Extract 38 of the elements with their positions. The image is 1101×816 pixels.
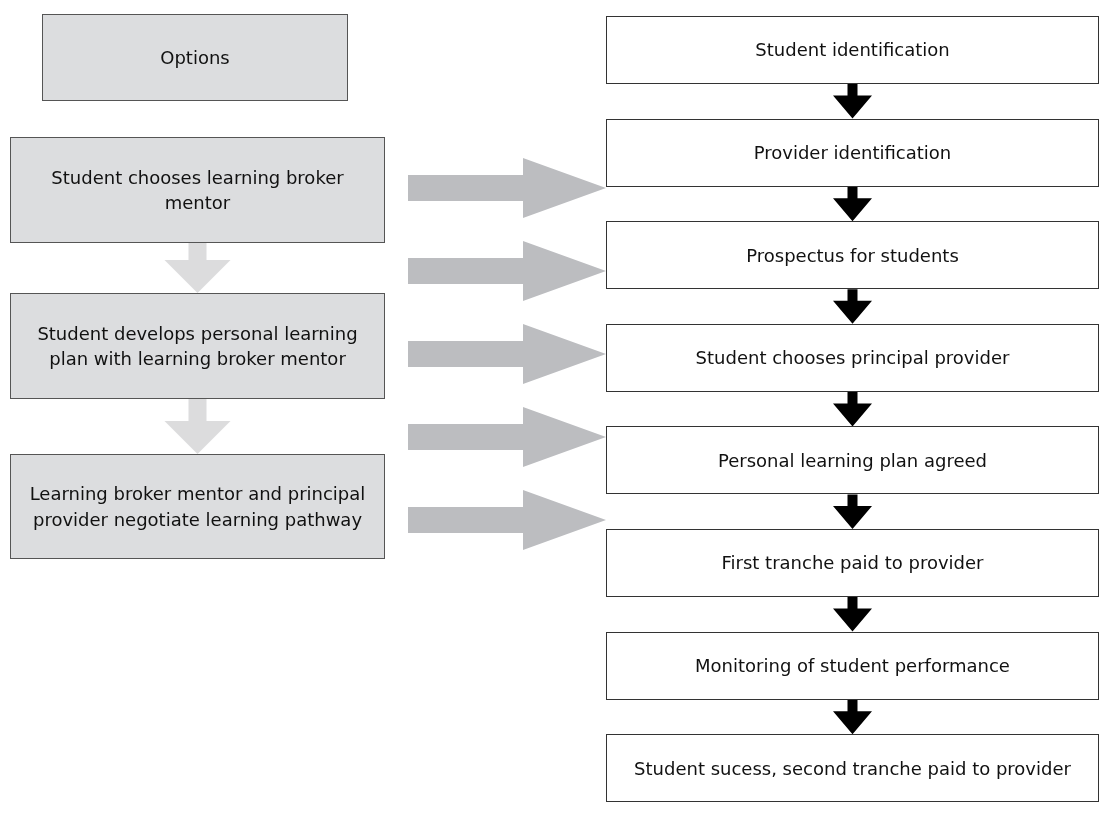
- process-box: [10, 137, 385, 243]
- process-box: [606, 16, 1099, 84]
- arrow: [408, 241, 606, 301]
- box-text: First tranche paid to provider: [721, 551, 984, 576]
- arrow: [408, 490, 606, 550]
- arrow: [833, 494, 872, 529]
- process-box: [606, 529, 1099, 597]
- process-box: [42, 14, 348, 101]
- box-text: Learning broker mentor and principal provider negotiate learning pathway: [28, 482, 367, 532]
- process-box: [10, 293, 385, 399]
- arrow: [164, 243, 231, 293]
- box-text: Options: [160, 45, 230, 70]
- process-box: [606, 221, 1099, 290]
- box-text: Student develops personal learning plan with learning broker mentor: [36, 321, 359, 371]
- arrow: [408, 158, 606, 218]
- arrow: [408, 407, 606, 467]
- arrow: [408, 324, 606, 384]
- box-text: Student chooses learning broker mentor: [50, 165, 345, 215]
- process-box: [606, 631, 1099, 700]
- arrow: [833, 391, 872, 427]
- arrow: [833, 289, 872, 324]
- arrow: [833, 186, 872, 222]
- box-text: Student chooses principal provider: [695, 346, 1010, 371]
- box-text: Student identification: [755, 38, 950, 63]
- arrow: [833, 84, 872, 119]
- process-box: [606, 118, 1099, 187]
- box-text: Personal learning plan agreed: [718, 448, 987, 473]
- arrow: [164, 399, 231, 454]
- arrow: [833, 597, 872, 632]
- box-text: Provider identification: [753, 141, 952, 165]
- box-text: Student sucess, second tranche paid to provider: [634, 756, 1071, 781]
- process-box: [10, 454, 385, 559]
- process-box: [606, 734, 1099, 803]
- box-text: Prospectus for students: [746, 243, 959, 268]
- arrow: [833, 699, 872, 735]
- process-box: [606, 426, 1099, 495]
- box-text: Monitoring of student performance: [695, 654, 1010, 678]
- process-box: [606, 323, 1099, 392]
